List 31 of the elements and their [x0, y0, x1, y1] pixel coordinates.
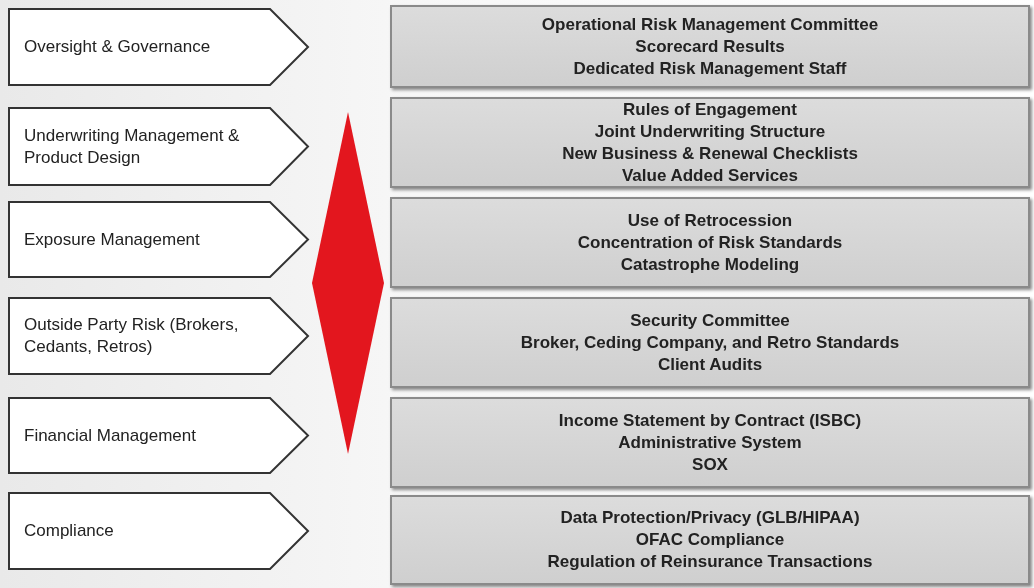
category-label: Outside Party Risk (Brokers, Cedants, Retros) — [24, 314, 240, 358]
list-item: Regulation of Reinsurance Transactions — [547, 551, 873, 573]
list-item: SOX — [692, 453, 728, 476]
list-item: New Business & Renewal Checklists — [562, 142, 858, 165]
content-panel — [390, 197, 1030, 288]
content-panel — [390, 495, 1030, 585]
list-item: Scorecard Results — [635, 35, 785, 58]
list-item: Value Added Services — [621, 164, 799, 187]
list-item: Data Protection/Privacy (GLB/HIPAA) — [560, 507, 860, 529]
list-item: Rules of Engagement — [623, 98, 797, 121]
content-panel — [390, 397, 1030, 488]
list-item: Income Statement by Contract (ISBC) — [558, 409, 862, 432]
list-item: Broker, Ceding Company, and Retro Standards — [520, 331, 900, 354]
category-label: Oversight & Governance — [24, 36, 212, 58]
category-label: Exposure Management — [24, 228, 201, 251]
category-label: Underwriting Management & Product Design — [24, 124, 241, 169]
list-item: OFAC Compliance — [635, 529, 785, 551]
category-label: Compliance — [24, 520, 115, 542]
list-item: Dedicated Risk Management Staff — [573, 57, 847, 80]
category-label: Financial Management — [24, 424, 197, 447]
list-item: Catastrophe Modeling — [620, 253, 800, 276]
list-item: Use of Retrocession — [627, 209, 793, 232]
list-item: Joint Underwriting Structure — [594, 120, 826, 143]
list-item: Client Audits — [657, 353, 763, 376]
list-item: Administrative System — [618, 431, 802, 454]
list-item: Operational Risk Management Committee — [541, 13, 879, 36]
content-panel — [390, 97, 1030, 188]
list-item: Security Committee — [630, 309, 790, 332]
list-item: Concentration of Risk Standards — [577, 231, 843, 254]
content-panel — [390, 5, 1030, 88]
content-panel — [390, 297, 1030, 388]
